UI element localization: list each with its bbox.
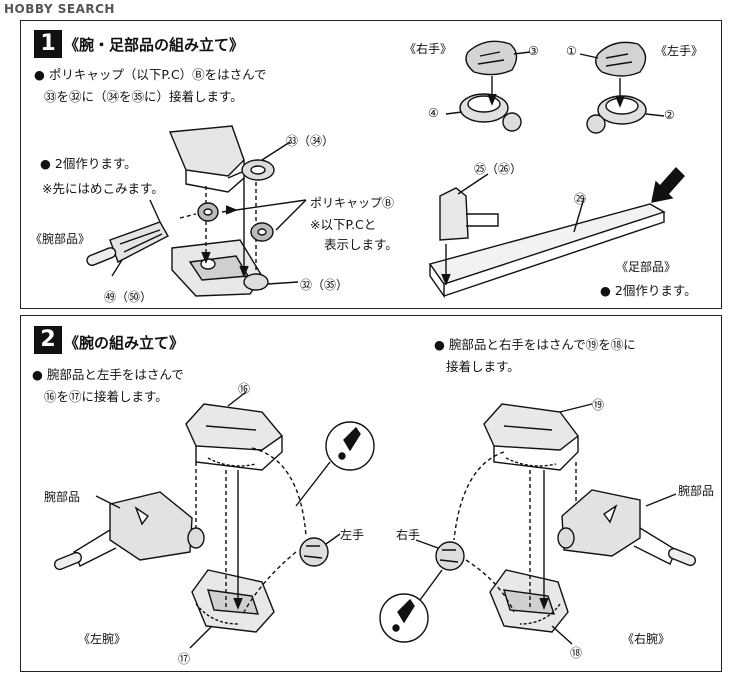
part-3-label: ③ [528,44,539,58]
step1-instruction-line2: ㉝を㉜に（㉞を㉟に）接着します。 [44,89,243,104]
part-16-label: ⑯ [238,382,251,396]
step2-left-hand-label: 左手 [340,528,365,542]
part-19-label: ⑲ [592,398,605,412]
part-18-label: ⑱ [570,646,583,660]
step2-title: 《腕の組み立て》 [64,334,185,352]
part-19-drawing [483,403,593,471]
part-25-26-label: ㉕（㉖） [474,162,523,176]
part-49-50-label: ㊾（㊿） [104,290,153,304]
step2-left-instruction-line1: ● 腕部品と左手をはさんで [32,367,184,382]
step2-right-arm-drawing [557,489,697,567]
polycap-note-line2: 表示します。 [324,237,398,252]
brand-watermark: HOBBY SEARCH [4,2,115,16]
left-hand-label: 《左手》 [655,44,704,58]
part-32-drawing [171,239,299,297]
leg-make-two: ● 2個作ります。 [600,283,697,298]
polycap-b-label: ポリキャップⒷ [310,196,395,210]
part-4-label: ④ [428,106,439,120]
part-17-label: ⑰ [178,652,191,666]
step2-arm-part-left-label: 腕部品 [44,490,81,504]
left-hand-drawing [579,41,665,134]
step2-right-hand-label: 右手 [396,528,421,542]
left-arm-label: 《左腕》 [78,632,127,646]
part-1-label: ① [566,44,577,58]
part-18-drawing [489,569,573,645]
leg-drawing [428,166,685,299]
step1-press-first: ※先にはめこみます。 [42,181,164,196]
step1-make-two: ● 2個作ります。 [40,156,137,171]
step2-left-hand-drawing [243,421,375,613]
step1-number: 1 [34,30,62,58]
step2-right-instruction-line2: 接着します。 [446,359,520,374]
part-16-drawing [185,391,284,471]
step2-number: 2 [34,326,62,354]
step2-left-instruction-line2: ⑯を⑰に接着します。 [44,389,168,404]
part-33-34-label: ㉝（㉞） [286,134,335,148]
part-17-drawing [189,569,275,649]
part-2-label: ② [664,108,675,122]
leg-part-label: 《足部品》 [616,260,677,274]
step1-instruction-line1: ● ポリキャップ（以下P.C）Ⓑをはさんで [34,67,267,82]
right-hand-label: 《右手》 [404,42,453,56]
step2-right-hand-drawing [379,451,515,643]
right-hand-drawing [445,40,531,132]
step1-arm-part-label: 《腕部品》 [30,232,91,246]
step2-right-instruction-line1: ● 腕部品と右手をはさんで⑲を⑱に [434,337,636,352]
polycap-drawing [179,199,307,242]
part-32-35-label: ㉜（㉟） [300,278,349,292]
part-33-drawing [168,125,291,193]
step1-title: 《腕・足部品の組み立て》 [64,36,245,54]
step2-arm-part-right-label: 腕部品 [678,484,715,498]
right-arm-label: 《右腕》 [622,632,671,646]
part-49-drawing [86,199,169,277]
step2-left-arm-drawing [53,491,205,571]
polycap-note-line1: ※以下P.Cと [310,217,377,232]
